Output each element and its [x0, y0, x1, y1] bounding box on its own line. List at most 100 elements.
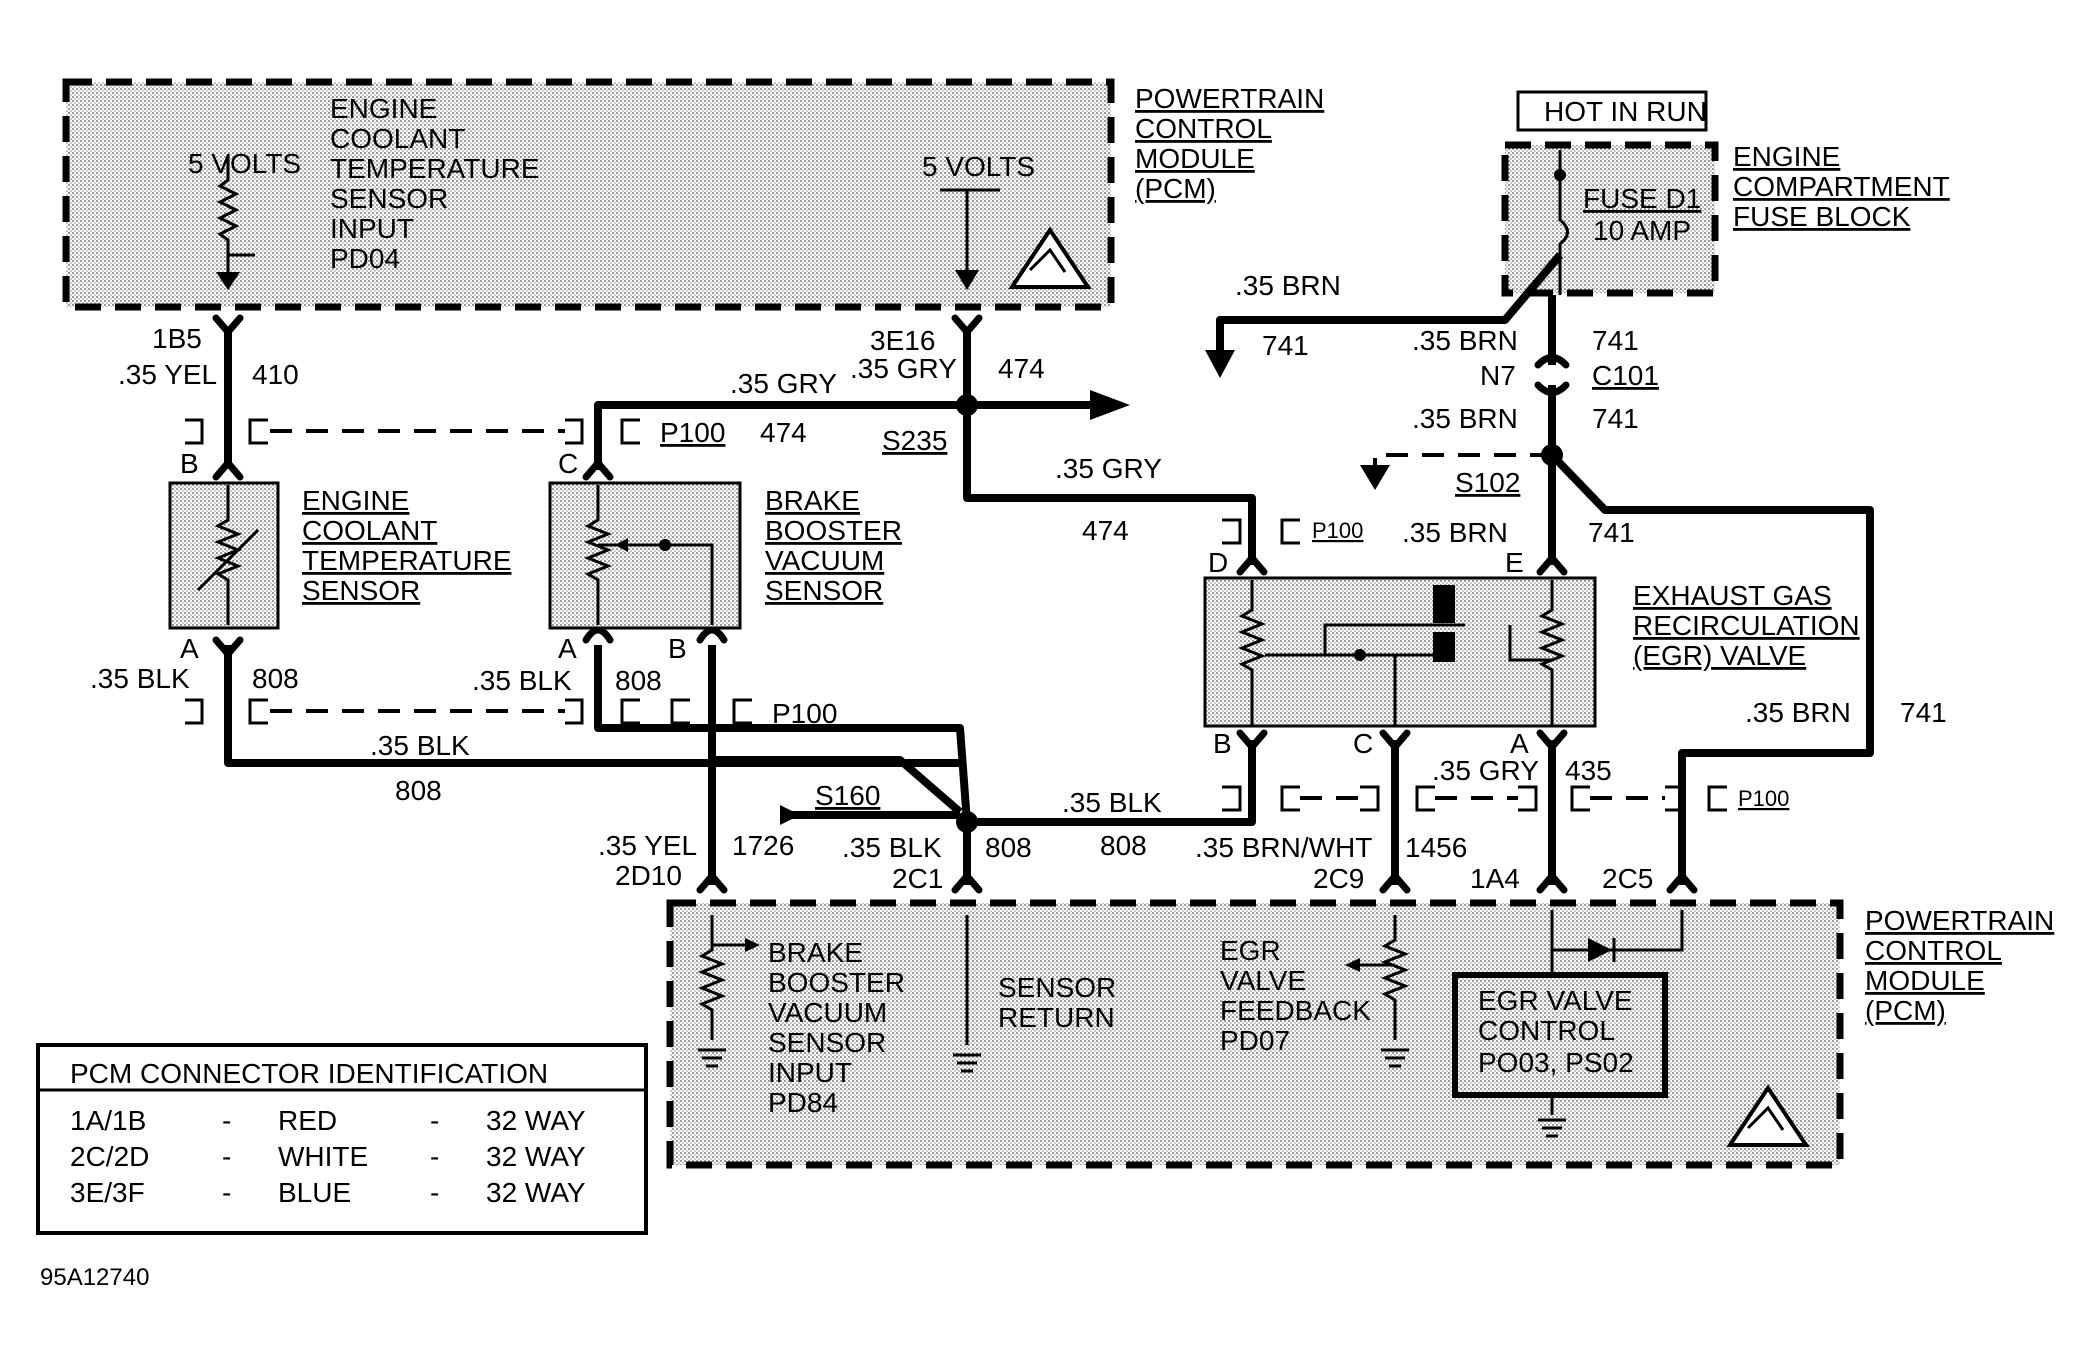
svg-text:.35 YEL: .35 YEL: [118, 359, 217, 390]
svg-text:RECIRCULATION: RECIRCULATION: [1633, 610, 1860, 641]
svg-text:P100: P100: [1738, 786, 1789, 811]
svg-text:.35 BLK: .35 BLK: [472, 665, 572, 696]
svg-text:741: 741: [1588, 517, 1635, 548]
ground-icon: [1381, 1048, 1409, 1068]
esd-icon: [1726, 1084, 1810, 1147]
svg-text:32 WAY: 32 WAY: [486, 1177, 586, 1208]
svg-text:CONTROL: CONTROL: [1478, 1015, 1615, 1046]
table-row: 2C/2D - WHITE - 32 WAY: [70, 1141, 586, 1172]
svg-text:COOLANT: COOLANT: [302, 515, 437, 546]
svg-text:3E16: 3E16: [870, 325, 935, 356]
svg-text:.35 BLK: .35 BLK: [90, 663, 190, 694]
svg-text:.35 GRY: .35 GRY: [730, 368, 837, 399]
connector-table-box: [36, 1043, 648, 1235]
fuse-block-box: [1501, 141, 1719, 297]
splice-s235: [956, 394, 978, 416]
svg-text:2C5: 2C5: [1602, 863, 1653, 894]
svg-text:474: 474: [1082, 515, 1129, 546]
svg-text:2D10: 2D10: [615, 860, 682, 891]
svg-text:TEMPERATURE: TEMPERATURE: [302, 545, 512, 576]
svg-text:MODULE: MODULE: [1135, 143, 1255, 174]
svg-text:.35 YEL: .35 YEL: [598, 830, 697, 861]
svg-text:-: -: [430, 1177, 439, 1208]
svg-text:CONTROL: CONTROL: [1135, 113, 1272, 144]
svg-text:741: 741: [1900, 697, 1947, 728]
pcm-bottom-bbv-input: BRAKE BOOSTER VACUUM SENSOR INPUT PD84: [768, 937, 905, 1118]
svg-text:S160: S160: [815, 780, 880, 811]
svg-text:PD07: PD07: [1220, 1025, 1290, 1056]
fuse-block-title: ENGINE COMPARTMENT FUSE BLOCK: [1733, 141, 1950, 232]
svg-text:P100: P100: [772, 698, 837, 729]
svg-text:POWERTRAIN: POWERTRAIN: [1865, 905, 2054, 936]
bbv-sensor-title: BRAKE BOOSTER VACUUM SENSOR: [765, 485, 902, 606]
svg-text:741: 741: [1592, 403, 1639, 434]
svg-text:WHITE: WHITE: [278, 1141, 368, 1172]
svg-text:(PCM): (PCM): [1135, 173, 1216, 204]
pcm-top-title: POWERTRAIN CONTROL MODULE (PCM): [1135, 83, 1324, 204]
egr-valve-title: EXHAUST GAS RECIRCULATION (EGR) VALVE: [1633, 580, 1860, 671]
svg-text:.35 BRN/WHT: .35 BRN/WHT: [1195, 832, 1372, 863]
bbv-pin-a: A: [558, 633, 577, 664]
splices: [956, 394, 1563, 833]
svg-text:.35 BRN: .35 BRN: [1235, 270, 1341, 301]
svg-text:INPUT: INPUT: [330, 213, 414, 244]
pcm-bottom-egr-control: EGR VALVE CONTROL PO03, PS02: [1478, 985, 1634, 1078]
ground-icon: [698, 1048, 726, 1068]
svg-text:(PCM): (PCM): [1865, 995, 1946, 1026]
svg-text:P100: P100: [660, 417, 725, 448]
svg-text:32 WAY: 32 WAY: [486, 1141, 586, 1172]
svg-text:1A/1B: 1A/1B: [70, 1105, 146, 1136]
svg-text:-: -: [430, 1105, 439, 1136]
svg-text:32 WAY: 32 WAY: [486, 1105, 586, 1136]
svg-text:VACUUM: VACUUM: [768, 997, 887, 1028]
svg-text:2C/2D: 2C/2D: [70, 1141, 149, 1172]
svg-text:MODULE: MODULE: [1865, 965, 1985, 996]
pcm-bottom-sensor-return: SENSOR RETURN: [998, 972, 1116, 1033]
svg-text:COMPARTMENT: COMPARTMENT: [1733, 171, 1950, 202]
ground-icon: [953, 1053, 981, 1073]
svg-text:-: -: [430, 1141, 439, 1172]
svg-text:VACUUM: VACUUM: [765, 545, 884, 576]
svg-text:POWERTRAIN: POWERTRAIN: [1135, 83, 1324, 114]
svg-text:COOLANT: COOLANT: [330, 123, 465, 154]
svg-text:ENGINE: ENGINE: [330, 93, 437, 124]
svg-text:-: -: [222, 1141, 231, 1172]
table-row: 3E/3F - BLUE - 32 WAY: [70, 1177, 586, 1208]
svg-text:.35 GRY: .35 GRY: [850, 353, 957, 384]
svg-text:BRAKE: BRAKE: [768, 937, 863, 968]
svg-text:BOOSTER: BOOSTER: [765, 515, 902, 546]
svg-text:-: -: [222, 1105, 231, 1136]
ground-icon: [1538, 1095, 1566, 1138]
hot-in-run-label: HOT IN RUN: [1544, 96, 1707, 127]
pcm-top-box: [62, 78, 1115, 311]
egr-valve-box: [1203, 576, 1597, 728]
hot-in-run-box: [1516, 90, 1708, 132]
svg-text:SENSOR: SENSOR: [302, 575, 420, 606]
svg-text:.35 BRN: .35 BRN: [1745, 697, 1851, 728]
svg-text:3E/3F: 3E/3F: [70, 1177, 145, 1208]
svg-text:.35 BLK: .35 BLK: [842, 832, 942, 863]
connector-table: PCM CONNECTOR IDENTIFICATION 1A/1B - RED…: [70, 1058, 586, 1208]
ect-pin-b: B: [180, 448, 199, 479]
svg-text:.35 GRY: .35 GRY: [1432, 755, 1539, 786]
svg-text:EGR VALVE: EGR VALVE: [1478, 985, 1633, 1016]
svg-text:474: 474: [998, 353, 1045, 384]
svg-text:2C9: 2C9: [1313, 863, 1364, 894]
svg-text:FUSE BLOCK: FUSE BLOCK: [1733, 201, 1911, 232]
egr-pin-d: D: [1208, 547, 1228, 578]
svg-text:808: 808: [985, 832, 1032, 863]
wire-labels: 1B5 .35 YEL 410 3E16 .35 GRY 474 .35 GRY…: [90, 270, 1947, 894]
svg-text:1726: 1726: [732, 830, 794, 861]
svg-text:-: -: [222, 1177, 231, 1208]
svg-text:808: 808: [1100, 830, 1147, 861]
svg-text:TEMPERATURE: TEMPERATURE: [330, 153, 540, 184]
svg-text:SENSOR: SENSOR: [765, 575, 883, 606]
svg-text:P100: P100: [1312, 518, 1363, 543]
svg-text:808: 808: [395, 775, 442, 806]
svg-text:SENSOR: SENSOR: [998, 972, 1116, 1003]
five-volts-right: 5 VOLTS: [922, 151, 1035, 182]
svg-text:410: 410: [252, 359, 299, 390]
svg-text:ENGINE: ENGINE: [1733, 141, 1840, 172]
connector-table-title: PCM CONNECTOR IDENTIFICATION: [70, 1058, 548, 1089]
svg-text:.35 BRN: .35 BRN: [1402, 517, 1508, 548]
